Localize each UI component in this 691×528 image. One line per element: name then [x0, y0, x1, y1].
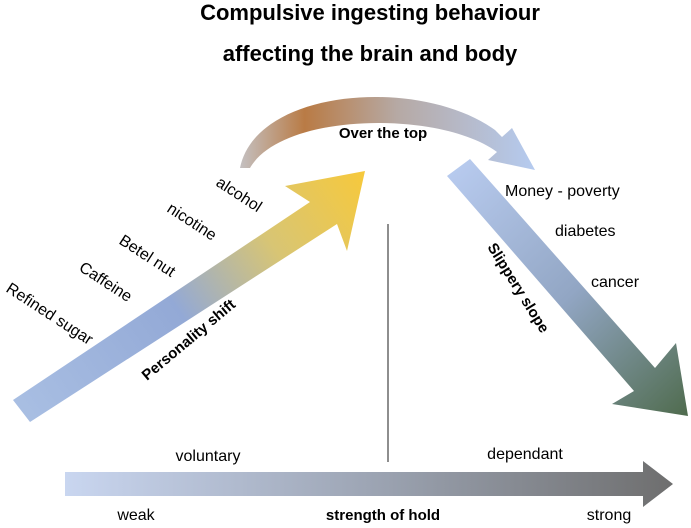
scale-end-weak: weak	[116, 507, 155, 524]
rising-arrow	[13, 171, 365, 422]
substance-label-caffeine: Caffeine	[76, 259, 135, 306]
falling-arrow	[447, 159, 688, 416]
substance-label-betel-nut: Betel nut	[116, 232, 179, 281]
substance-label-alcohol: alcohol	[213, 174, 265, 216]
substance-label-nicotine: nicotine	[164, 200, 220, 244]
scale-axis-label: strength of hold	[326, 507, 440, 524]
consequence-label-diabetes: diabetes	[555, 223, 616, 240]
zone-label-voluntary: voluntary	[176, 448, 241, 465]
peak-label: Over the top	[339, 125, 427, 142]
substance-label-refined-sugar: Refined sugar	[3, 280, 96, 349]
zone-label-dependant: dependant	[487, 446, 563, 463]
title-line-2: affecting the brain and body	[223, 41, 518, 66]
strength-arrow	[65, 461, 673, 507]
scale-end-strong: strong	[587, 507, 631, 524]
consequence-label-money-poverty: Money - poverty	[505, 183, 620, 200]
consequence-label-cancer: cancer	[591, 274, 640, 291]
title-line-1: Compulsive ingesting behaviour	[200, 0, 540, 25]
over-the-top-arc	[229, 96, 535, 170]
